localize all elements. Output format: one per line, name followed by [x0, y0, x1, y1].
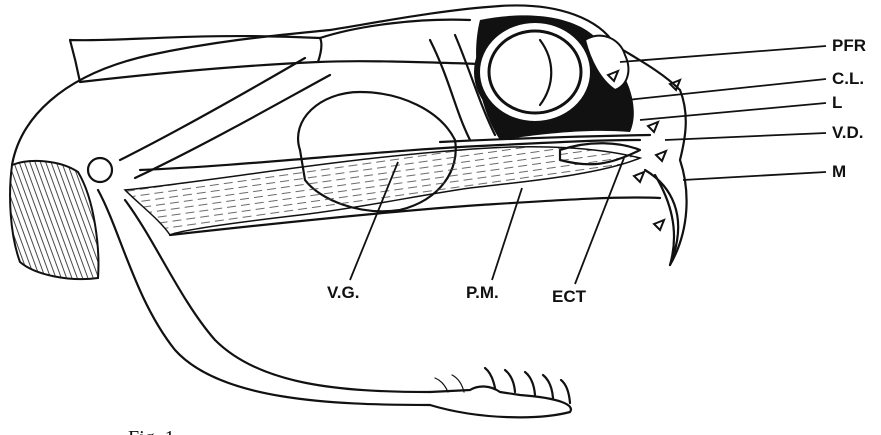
label-pm: P.M.: [466, 283, 499, 302]
dentary-teeth: [430, 368, 571, 417]
neck-cross-section: [10, 161, 98, 279]
quadrate-joint: [88, 158, 112, 182]
label-m: M: [832, 162, 846, 181]
figure-caption: Fig. 1: [128, 427, 175, 435]
parietal-bone: [318, 20, 480, 64]
eye-inner: [489, 31, 581, 113]
lower-jaw: [98, 190, 430, 405]
label-pfr: PFR: [832, 36, 866, 55]
label-cl: C.L.: [832, 69, 864, 88]
label-ect: ECT: [552, 287, 587, 306]
label-l: L: [832, 93, 842, 112]
supratemporal-bone: [70, 36, 321, 82]
label-vg: V.G.: [327, 283, 359, 302]
fang: [645, 170, 678, 265]
label-vd: V.D.: [832, 123, 864, 142]
